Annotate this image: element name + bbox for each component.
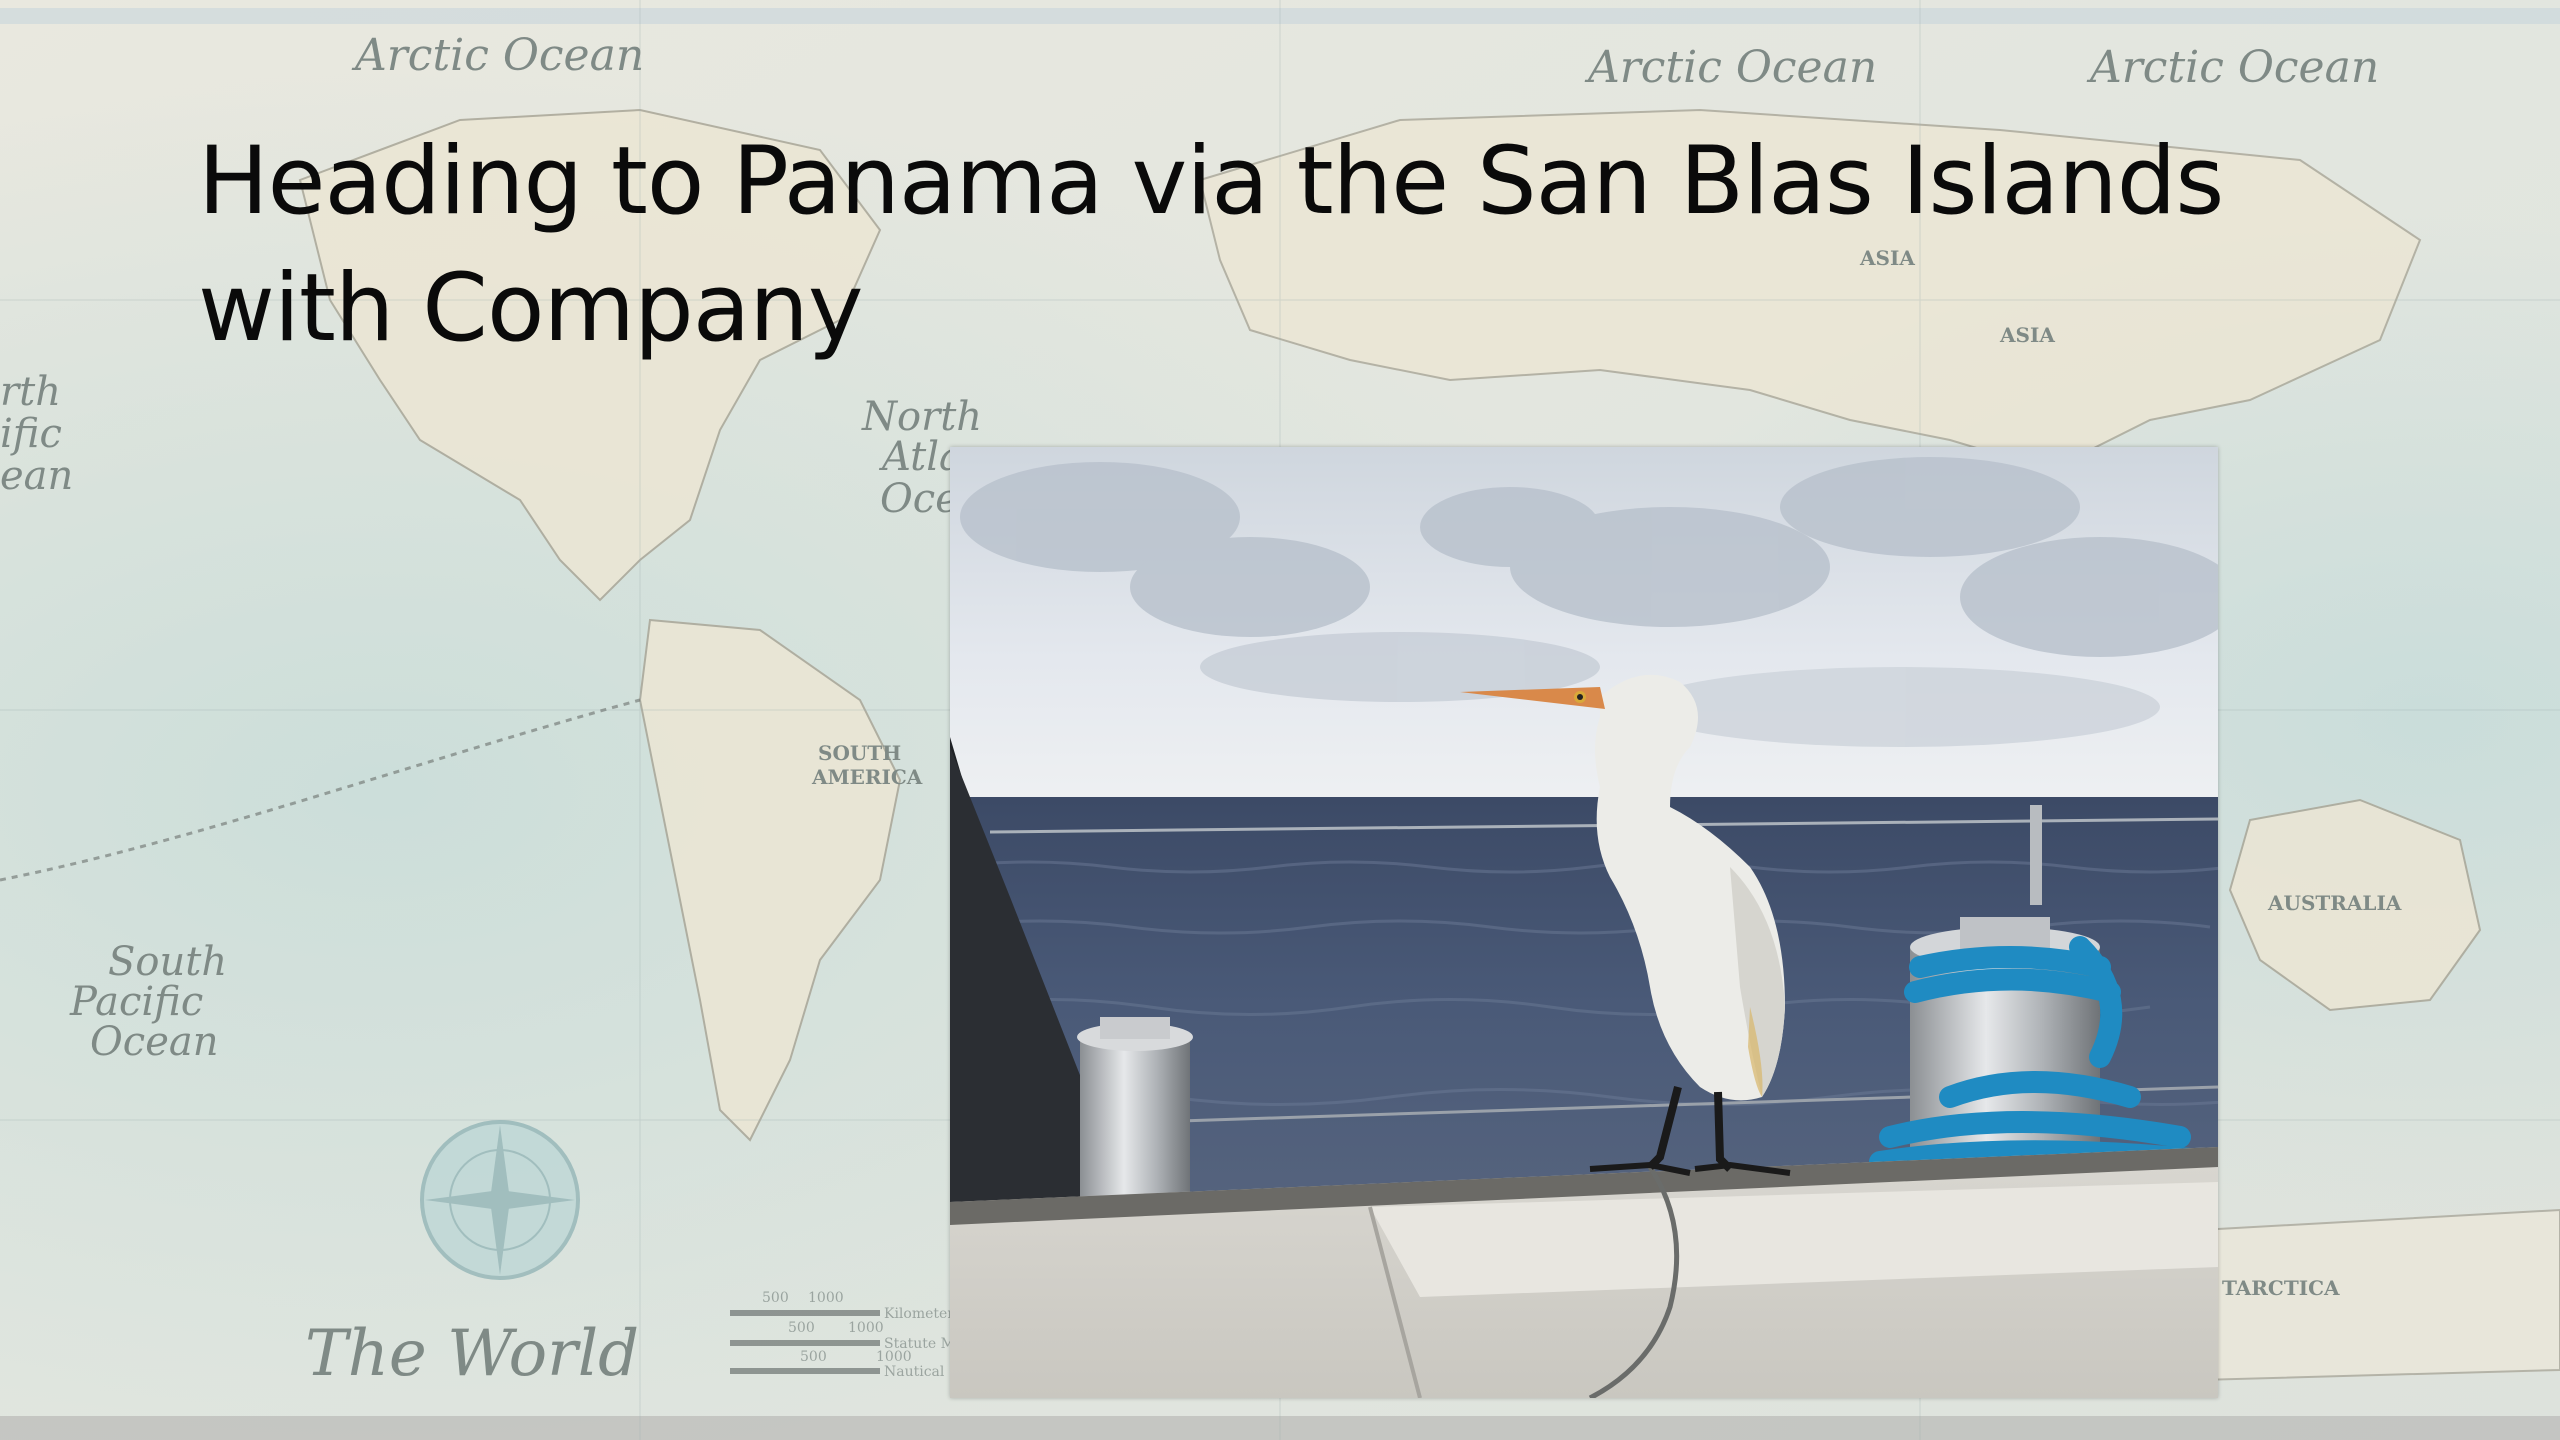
australia-shape [2228,798,2482,1012]
map-label-australia: AUSTRALIA [2267,891,2402,915]
map-label-antarctica: TARCTICA [2222,1276,2340,1300]
slide-title: Heading to Panama via the San Blas Islan… [198,118,2298,372]
map-label-south-pacific-1: South [108,939,227,985]
egret-beak [1460,687,1605,709]
map-label-north-pacific-1: rth [0,369,61,415]
map-label-asia-2: ASIA [1999,323,2055,347]
scale-label-kilometers: Kilometers [884,1306,961,1322]
scale-label-1000b: 1000 [848,1320,884,1336]
north-america-shape [298,108,882,602]
egret-on-boat-photo [950,447,2218,1398]
south-america-shape [638,618,902,1142]
map-label-south-america-1: SOUTH [818,741,901,765]
map-label-north-atlantic-2: Atla [878,434,963,480]
map-label-north-atlantic-3: Oce [880,476,959,522]
blue-rope [1869,936,2201,1173]
map-label-north-atlantic-1: North [861,394,982,440]
map-title-the-world: The World [305,1317,639,1391]
map-label-north-pacific-3: ean [0,453,73,499]
scale-label-500b: 500 [788,1320,815,1336]
map-label-south-pacific-2: Pacific [69,979,203,1025]
map-label-arctic-3: Arctic Ocean [2086,42,2379,93]
scale-label-500c: 500 [800,1349,827,1365]
compass-rose-icon [420,1120,580,1280]
scale-label-1000a: 1000 [808,1290,844,1306]
map-label-south-america-2: AMERICA [811,765,923,789]
slide-title-line-1: Heading to Panama via the San Blas Islan… [198,127,2224,236]
scale-label-500a: 500 [762,1290,789,1306]
cattle-egret [1460,674,1791,1176]
scale-label-nautical: Nautical [884,1364,945,1380]
map-label-south-pacific-3: Ocean [90,1019,218,1065]
map-label-asia-1: ASIA [1859,246,1915,270]
map-label-arctic-1: Arctic Ocean [351,30,644,81]
map-label-north-pacific-2: ific [0,411,62,457]
left-winch [1077,1017,1193,1197]
slide-title-line-2: with Company [198,254,864,363]
clouds [960,457,2218,747]
map-label-arctic-2: Arctic Ocean [1584,42,1877,93]
scale-label-1000c: 1000 [876,1349,912,1365]
